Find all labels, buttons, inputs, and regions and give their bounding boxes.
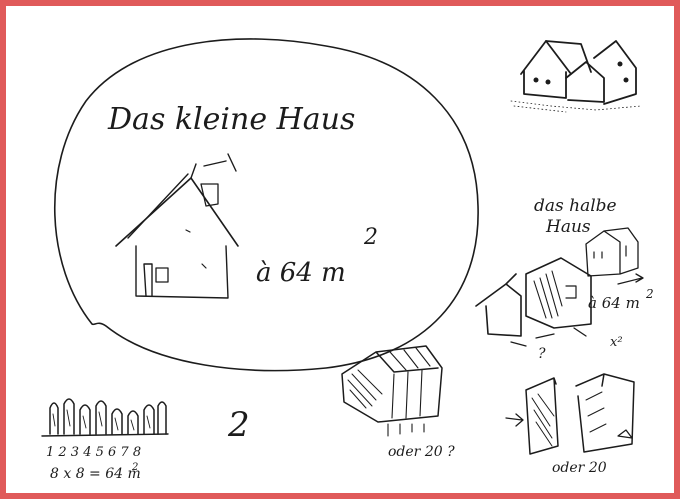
half-house-area-exponent: 2: [645, 287, 654, 301]
half-house-title-2: Haus: [545, 217, 591, 237]
shed-caption: oder 20 ?: [388, 444, 455, 460]
window-dot: [546, 80, 551, 85]
main-sketch: Das kleine Haus à 64 m 2: [55, 39, 478, 371]
big-number: 2: [227, 405, 250, 445]
half-house-question: ?: [538, 346, 546, 362]
main-title: Das kleine Haus: [107, 102, 355, 137]
row-of-houses-sketch: 1 2 3 4 5 6 7 8 8 x 8 = 64 m 2 2: [42, 399, 250, 482]
half-house-sketch: das halbe Haus à 64 m 2 x² ?: [476, 196, 654, 362]
window-dot: [624, 78, 629, 83]
half-house-note: x²: [610, 335, 623, 350]
row-formula-exponent: 2: [131, 462, 138, 473]
window-dot: [618, 62, 623, 67]
paper-sheet: Das kleine Haus à 64 m 2 das halbe Haus: [6, 6, 674, 493]
split-caption: oder 20: [552, 460, 607, 476]
sketch-canvas: Das kleine Haus à 64 m 2 das halbe Haus: [6, 6, 674, 493]
row-formula: 8 x 8 = 64 m: [50, 466, 141, 482]
main-area-exponent: 2: [363, 225, 378, 250]
row-numbers: 1 2 3 4 5 6 7 8: [46, 445, 141, 460]
split-house-sketch: oder 20: [506, 374, 634, 476]
house-cluster-sketch: [511, 41, 641, 112]
main-area-label: à 64 m: [256, 258, 346, 288]
half-house-title-1: das halbe: [534, 196, 617, 216]
half-house-area-label: à 64 m: [588, 294, 640, 312]
enclosing-loop: [55, 39, 478, 371]
window-dot: [534, 78, 539, 83]
small-house-drawing: [116, 154, 238, 298]
shed-sketch: oder 20 ?: [342, 346, 455, 460]
